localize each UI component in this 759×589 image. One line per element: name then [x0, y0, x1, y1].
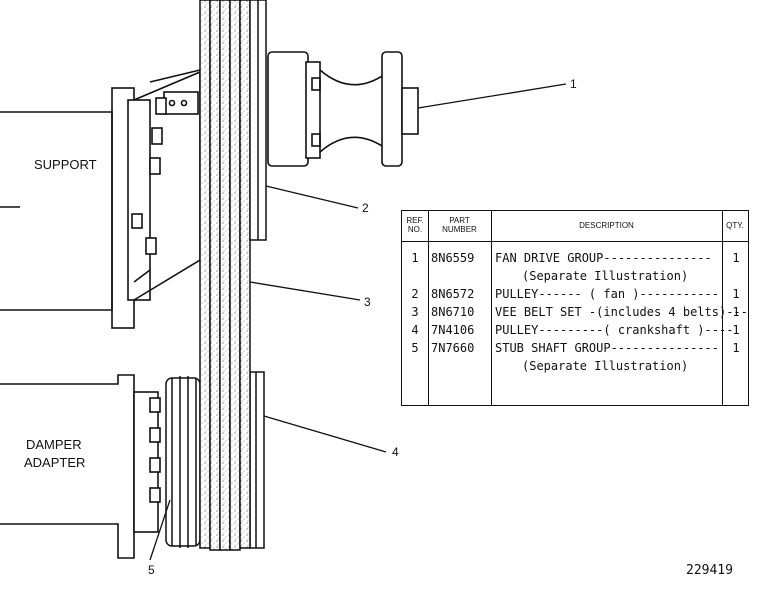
qty-cell: 1	[732, 341, 740, 355]
table-row: (Separate Illustration)	[402, 267, 748, 285]
header-ref-line1: REF.	[406, 216, 424, 226]
header-part-line1: PART	[449, 216, 470, 226]
description-cell: STUB SHAFT GROUP---------------	[495, 341, 719, 355]
ref-cell: 1	[411, 251, 419, 265]
damper-label: DAMPER	[26, 437, 82, 452]
parts-rows: 1 8N6559 FAN DRIVE GROUP--------------- 1 (S…	[402, 249, 748, 375]
fan-pulley	[249, 0, 267, 241]
callout-5: 5	[148, 563, 155, 577]
support-label: SUPPORT	[34, 157, 97, 172]
ref-cell: 4	[411, 323, 419, 337]
figure-number: 229419	[686, 563, 733, 578]
ref-cell: 3	[411, 305, 419, 319]
callout-2: 2	[362, 201, 369, 215]
qty-cell: 1	[732, 287, 740, 301]
description-cell: PULLEY---------( crankshaft )----	[495, 323, 734, 337]
description-cell: (Separate Illustration)	[522, 269, 689, 283]
part-number-cell: 8N6559	[431, 251, 475, 265]
qty-cell: 1	[732, 323, 740, 337]
description-cell: PULLEY------ ( fan )-----------	[495, 287, 719, 301]
fan-drive-group	[267, 51, 419, 167]
description-cell: FAN DRIVE GROUP---------------	[495, 251, 712, 265]
table-row: 1 8N6559 FAN DRIVE GROUP--------------- 1	[402, 249, 748, 267]
callout-3: 3	[364, 295, 371, 309]
part-number-cell: 7N4106	[431, 323, 475, 337]
header-description: DESCRIPTION	[579, 220, 634, 230]
description-cell: VEE BELT SET -(includes 4 belts)---	[495, 305, 748, 319]
qty-cell: 1	[732, 251, 740, 265]
qty-cell: 1	[732, 305, 740, 319]
ref-cell: 2	[411, 287, 419, 301]
callout-4: 4	[392, 445, 399, 459]
header-part-line2: NUMBER	[442, 225, 477, 234]
support-bracket	[0, 69, 201, 329]
header-ref-line2: NO.	[407, 225, 423, 234]
part-number-cell: 7N7660	[431, 341, 475, 355]
ref-cell: 5	[411, 341, 419, 355]
table-row: 3 8N6710 VEE BELT SET -(includes 4 belts)-…	[402, 303, 748, 321]
leader-lines	[149, 83, 567, 561]
callout-1: 1	[570, 77, 577, 91]
damper-adapter	[0, 374, 161, 559]
table-row: 4 7N4106 PULLEY---------( crankshaft )----…	[402, 321, 748, 339]
vee-belt-set	[199, 0, 251, 551]
adapter-label: ADAPTER	[24, 455, 86, 470]
crankshaft-pulley	[165, 371, 265, 549]
header-part: PART NUMBER	[428, 211, 491, 241]
description-cell: (Separate Illustration)	[522, 359, 689, 373]
header-ref: REF. NO.	[402, 211, 428, 241]
table-row: 5 7N7660 STUB SHAFT GROUP--------------- 1	[402, 339, 748, 357]
part-number-cell: 8N6710	[431, 305, 475, 319]
table-row: (Separate Illustration)	[402, 357, 748, 375]
table-row: 2 8N6572 PULLEY------ ( fan )----------- 1	[402, 285, 748, 303]
part-number-cell: 8N6572	[431, 287, 475, 301]
header-qty: QTY.	[726, 220, 744, 230]
